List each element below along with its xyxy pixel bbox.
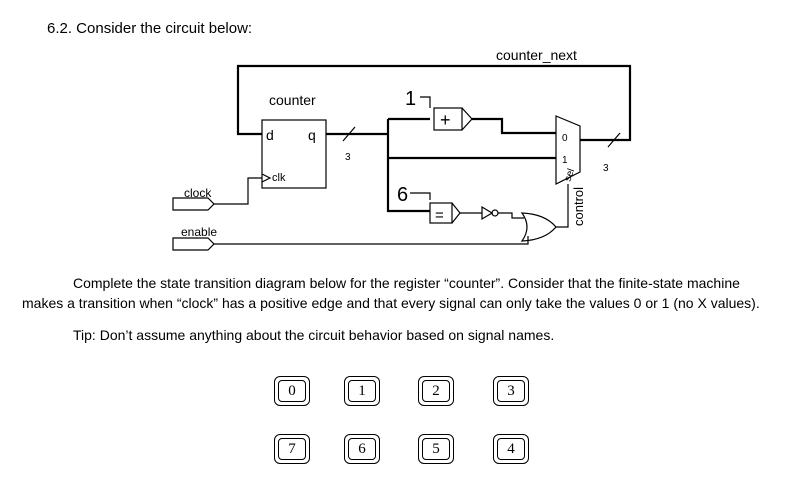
enable-input-port bbox=[172, 237, 215, 251]
clock-to-clk-wire bbox=[214, 177, 262, 205]
not-to-or-wire bbox=[498, 212, 524, 219]
const-one-wire bbox=[420, 96, 431, 108]
const-six-wire bbox=[410, 192, 431, 200]
const-six-label: 6 bbox=[397, 184, 408, 206]
state-0: 0 bbox=[274, 376, 310, 406]
adder-arrow bbox=[461, 107, 473, 131]
const-one-label: 1 bbox=[405, 88, 416, 110]
state-7: 7 bbox=[274, 434, 310, 464]
instructions-line-1: Complete the state transition diagram be… bbox=[73, 275, 740, 291]
q-bus-vertical bbox=[386, 119, 430, 213]
circuit-diagram: counter_next counter d q clk clock enabl… bbox=[172, 47, 632, 251]
or-gate bbox=[520, 212, 557, 242]
state-4: 4 bbox=[493, 434, 529, 464]
clock-input-label: clock bbox=[184, 186, 212, 200]
bus-width-label-2: 3 bbox=[603, 163, 609, 174]
enable-input-label: enable bbox=[181, 225, 217, 239]
state-3: 3 bbox=[493, 376, 529, 406]
state-6: 6 bbox=[344, 434, 380, 464]
comparator-operator: = bbox=[435, 207, 444, 224]
or-to-control-wire bbox=[556, 184, 569, 228]
tip-text: Tip: Don’t assume anything about the cir… bbox=[73, 327, 555, 343]
adder-operator: + bbox=[440, 110, 451, 130]
feedback-wire bbox=[236, 64, 632, 142]
state-5: 5 bbox=[418, 434, 454, 464]
instructions-line-2: makes a transition when “clock” has a po… bbox=[22, 295, 760, 311]
register-box bbox=[261, 119, 327, 189]
counter-next-label: counter_next bbox=[496, 47, 577, 63]
comparator-arrow bbox=[451, 202, 461, 224]
comparator-box bbox=[429, 202, 453, 224]
question-title: 6.2. Consider the circuit below: bbox=[47, 20, 253, 37]
clk-triangle bbox=[261, 173, 272, 183]
mux-input1-label: 1 bbox=[562, 155, 568, 166]
adder-box bbox=[433, 107, 463, 131]
state-1: 1 bbox=[344, 376, 380, 406]
q-port-label: q bbox=[308, 127, 316, 143]
mux-sel-label: sel bbox=[562, 167, 577, 183]
d-port-label: d bbox=[266, 127, 274, 143]
register-name-label: counter bbox=[269, 92, 316, 108]
multiplexer bbox=[555, 115, 581, 185]
state-2: 2 bbox=[418, 376, 454, 406]
enable-wire bbox=[214, 236, 529, 245]
bus-width-label-1: 3 bbox=[345, 152, 351, 163]
clk-port-label: clk bbox=[272, 172, 286, 184]
clock-input-port bbox=[172, 197, 215, 211]
adder-output-wire bbox=[472, 117, 556, 135]
mux-input0-label: 0 bbox=[562, 133, 568, 144]
control-signal-label: control bbox=[571, 187, 586, 226]
not-gate bbox=[481, 205, 494, 221]
